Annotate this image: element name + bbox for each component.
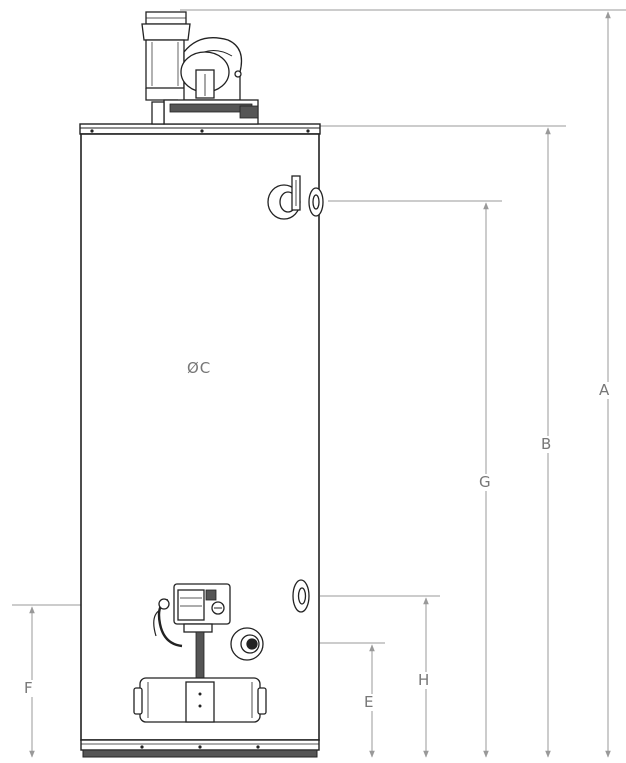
burner-viewport [185,681,215,723]
lower-fittings [230,579,310,661]
dimension-label-h: H [416,671,432,689]
dimension-label-g: G [477,473,493,491]
blower-screw [234,70,242,78]
power-vent-blower [141,11,259,125]
gas-valve-base [183,623,213,633]
access-door-latch-right [257,687,267,715]
dimension-label-a: A [597,381,612,399]
tank-base-skirt [82,749,318,758]
tank-top-rim [79,123,321,135]
dimension-label-e: E [362,693,376,711]
burner-supply-tube [195,631,205,679]
gas-control-valve [153,583,231,679]
gas-valve-panel [177,589,205,621]
access-door-latch-left [133,687,143,715]
dimension-label-b: B [539,435,554,453]
vent-elbow [151,101,165,125]
vent-pipe-upper [141,23,191,41]
tank [79,123,321,758]
dimension-label-c: ØC [183,360,216,377]
dimension-label-f: F [22,679,35,697]
burner-access-assembly [133,677,267,723]
hot-water-outlet [267,175,324,220]
